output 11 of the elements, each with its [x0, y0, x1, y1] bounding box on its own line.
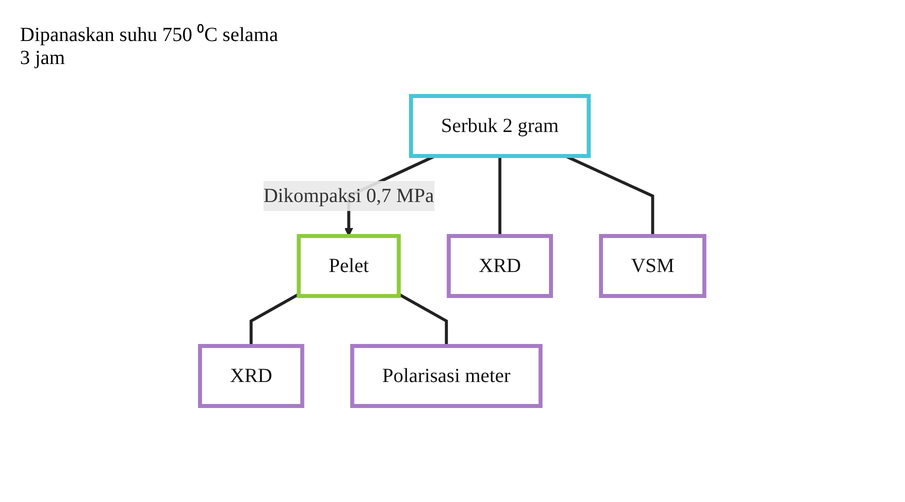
connector — [498, 156, 502, 236]
node-box: VSM — [599, 234, 707, 298]
node-box: Pelet — [297, 234, 402, 298]
node-box: XRD — [447, 234, 554, 298]
node-box: XRD — [198, 344, 305, 408]
connector — [250, 292, 300, 346]
annotation-text: Dipanaskan suhu 750 ⁰C selama 3 jam — [20, 23, 280, 70]
connector — [398, 292, 448, 346]
node-box: Serbuk 2 gram — [409, 94, 592, 158]
node-box: Polarisasi meter — [350, 344, 543, 408]
edge-label: Dikompaksi 0,7 MPa — [264, 184, 434, 207]
